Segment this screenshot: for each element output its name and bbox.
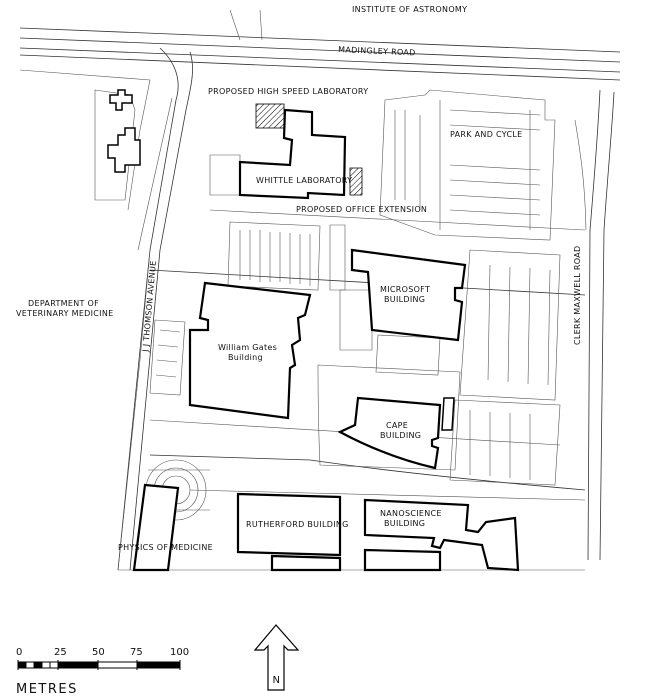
label-clerk-maxwell-road: CLERK MAXWELL ROAD: [573, 246, 582, 345]
label-microsoft-line1: MICROSOFT: [380, 285, 430, 294]
label-william-gates-line2: Building: [228, 353, 263, 362]
scale-unit-label: METRES: [16, 682, 78, 697]
physics-of-medicine-outline: [132, 483, 180, 572]
label-nanoscience-line1: NANOSCIENCE: [380, 509, 442, 518]
scale-tick-label-50: 50: [92, 647, 105, 658]
nanoscience-building-outline: [363, 498, 520, 572]
label-nanoscience-line2: BUILDING: [384, 519, 425, 528]
label-cape-line2: BUILDING: [380, 431, 421, 440]
north-letter: N: [273, 673, 280, 684]
label-proposed-high-speed-lab: PROPOSED HIGH SPEED LABORATORY: [208, 87, 368, 96]
label-park-and-cycle: PARK AND CYCLE: [450, 130, 523, 139]
cape-building-outline: [337, 396, 442, 470]
label-microsoft-line2: BUILDING: [384, 295, 425, 304]
label-rutherford-building: RUTHERFORD BUILDING: [246, 520, 349, 529]
north-arrow-icon: [253, 624, 300, 691]
scale-tick-label-25: 25: [54, 647, 67, 658]
label-proposed-office-extension: PROPOSED OFFICE EXTENSION: [296, 205, 427, 214]
label-cape-line1: CAPE: [386, 421, 408, 430]
high-speed-lab-hatch: [255, 103, 285, 129]
whittle-laboratory-outline: [238, 108, 347, 200]
office-extension-hatch: [349, 167, 363, 196]
scale-tick-label-75: 75: [130, 647, 143, 658]
label-jj-thomson-avenue: J J THOMSON AVENUE: [141, 260, 158, 353]
microsoft-building-outline: [350, 248, 467, 342]
label-william-gates-line1: William Gates: [218, 343, 277, 352]
scale-tick-label-0: 0: [16, 647, 22, 658]
map-labels: INSTITUTE OF ASTRONOMY MADINGLEY ROAD PR…: [16, 5, 582, 552]
label-institute-of-astronomy: INSTITUTE OF ASTRONOMY: [352, 5, 467, 14]
label-madingley-road: MADINGLEY ROAD: [338, 45, 416, 57]
label-dept-vet-line2: VETERINARY MEDICINE: [16, 309, 113, 318]
william-gates-building-outline: [188, 281, 312, 420]
scale-bar: 0 25 50 75 100 METRES: [16, 647, 189, 697]
buildings: [132, 103, 520, 572]
scale-tick-label-100: 100: [170, 647, 189, 658]
rutherford-building-outline: [236, 492, 342, 557]
label-whittle-laboratory: WHITTLE LABORATORY: [256, 176, 352, 185]
label-dept-vet-line1: DEPARTMENT OF: [28, 299, 99, 308]
parking-areas: [149, 89, 561, 486]
north-arrow: N: [253, 624, 300, 691]
label-physics-of-medicine: PHYSICS OF MEDICINE: [118, 543, 213, 552]
